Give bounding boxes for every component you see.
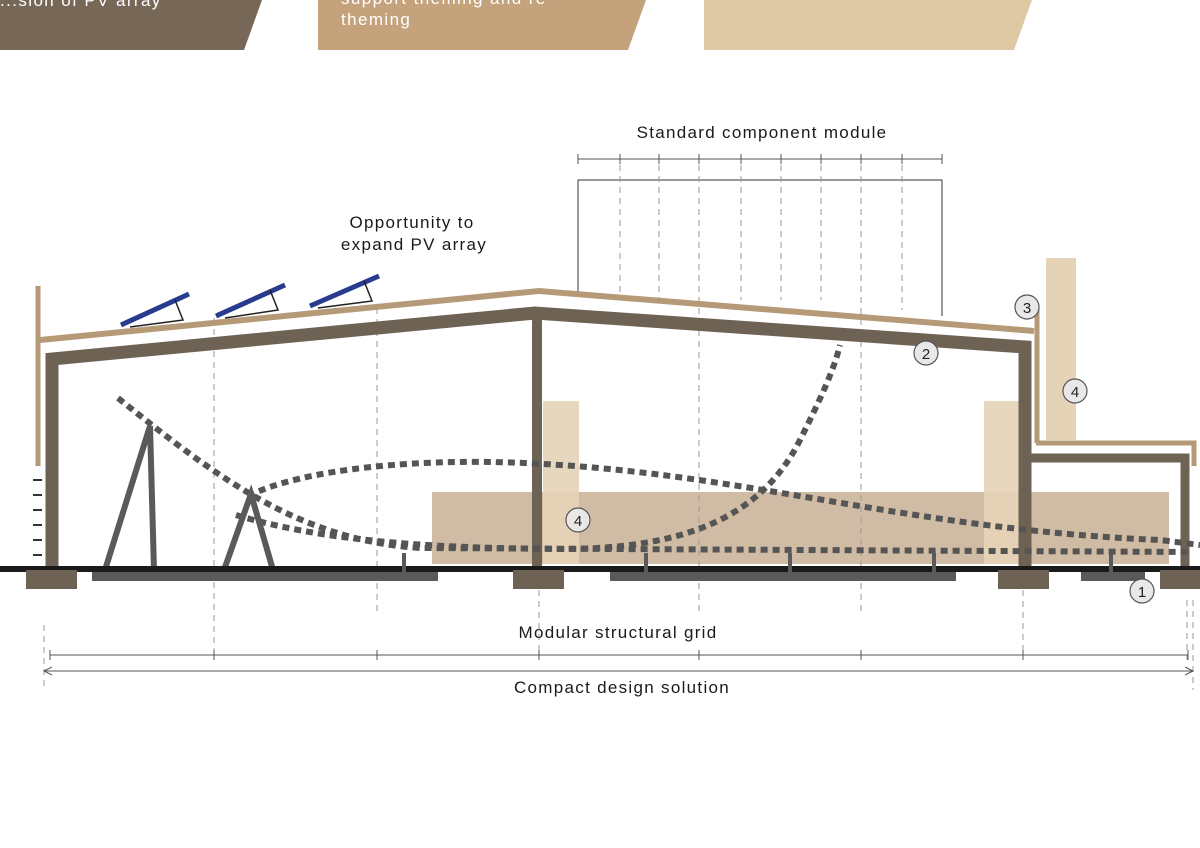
zone-box-mid-left xyxy=(543,401,579,564)
banner-dark-text: ...sion of PV array xyxy=(0,0,162,10)
banner-medium-text-2: theming xyxy=(341,10,411,29)
svg-text:3: 3 xyxy=(1023,300,1031,317)
roof-membrane xyxy=(35,286,1197,466)
pv-opportunity-label-2: expand PV array xyxy=(341,235,487,254)
modular-structural-grid-label: Modular structural grid xyxy=(518,623,717,642)
sleeper xyxy=(1081,572,1145,581)
standard-component-module: Standard component module xyxy=(577,123,943,316)
callout-4-center: 4 xyxy=(565,507,591,533)
top-banners: ...sion of PV array support theming and … xyxy=(0,0,1032,50)
ground xyxy=(0,553,1200,589)
compact-design-dimension: Compact design solution xyxy=(42,666,1195,697)
pv-opportunity-label-1: Opportunity to xyxy=(350,213,475,232)
banner-medium xyxy=(318,0,646,50)
banner-dark xyxy=(0,0,262,50)
callout-1: 1 xyxy=(1129,578,1155,604)
wall-ticks xyxy=(33,479,42,556)
sleeper xyxy=(610,572,956,581)
pv-panel xyxy=(309,273,380,309)
structural-frame xyxy=(45,306,1190,568)
banner-medium-text-1: support theming and re- xyxy=(341,0,554,8)
callout-3: 3 xyxy=(1014,294,1040,320)
pv-panels xyxy=(119,273,380,328)
svg-text:1: 1 xyxy=(1138,584,1146,601)
modular-grid-dimension: Modular structural grid xyxy=(49,623,1189,660)
standard-component-module-label: Standard component module xyxy=(637,123,888,142)
pv-panel xyxy=(119,291,191,328)
foundation-pad xyxy=(1160,570,1200,589)
zone-box-mid-right xyxy=(984,401,1020,564)
callouts: 1 2 3 4 4 xyxy=(565,294,1155,604)
callout-4-right: 4 xyxy=(1062,378,1088,404)
banner-light xyxy=(704,0,1032,50)
zone-box-tall-right xyxy=(1046,258,1076,440)
foundation-pad xyxy=(26,570,77,589)
grid-lines xyxy=(43,165,1194,690)
zone-box-large xyxy=(432,492,1169,564)
foundation-pad xyxy=(998,570,1049,589)
sleeper xyxy=(92,572,438,581)
pv-panel xyxy=(214,282,287,319)
compact-design-solution-label: Compact design solution xyxy=(514,678,730,697)
module-dimension-ticks xyxy=(577,154,943,164)
svg-text:2: 2 xyxy=(922,346,930,363)
svg-text:4: 4 xyxy=(574,513,582,530)
zone-boxes xyxy=(432,258,1169,564)
svg-text:4: 4 xyxy=(1071,384,1079,401)
cable-paths xyxy=(116,344,1200,555)
triangle-racks xyxy=(102,425,276,572)
callout-2: 2 xyxy=(913,340,939,366)
module-outline xyxy=(577,179,943,316)
foundation-pad xyxy=(513,570,564,589)
